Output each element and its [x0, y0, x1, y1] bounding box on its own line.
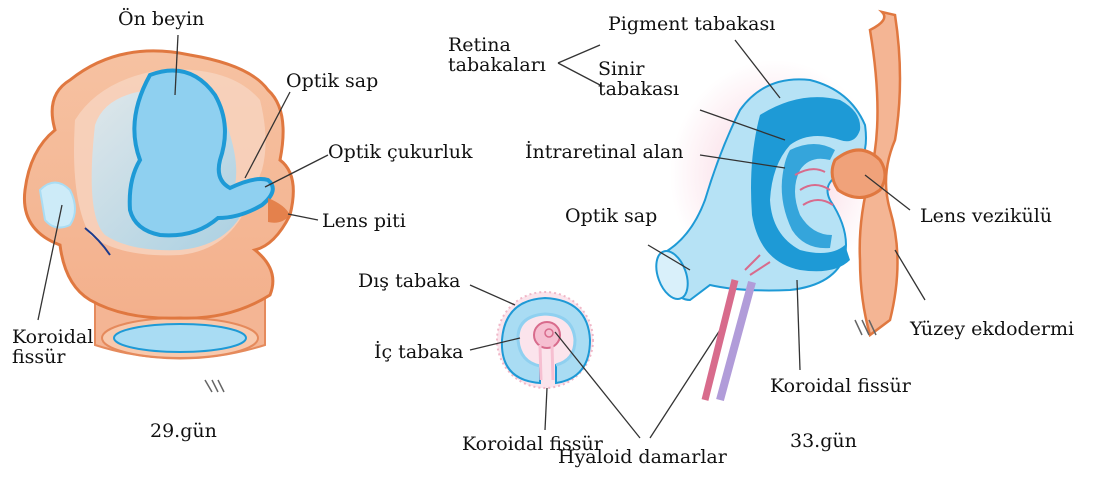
- label-optic-stalk-right: Optik sap: [565, 207, 657, 227]
- label-choroid-fissure-right: Koroidal fissür: [770, 377, 911, 397]
- label-retina-layers: Retina tabakaları: [448, 36, 553, 76]
- caption-day-33: 33.gün: [790, 432, 857, 452]
- label-surface-ectoderm: Yüzey ekdodermi: [910, 320, 1074, 340]
- label-hyaloid-vessels: Hyaloid damarlar: [558, 448, 727, 468]
- label-outer-layer: Dış tabaka: [358, 272, 460, 292]
- label-optic-pit: Optik çukurluk: [328, 143, 473, 163]
- label-choroid-fissure-left: Koroidal fissür: [12, 328, 97, 368]
- label-pigment-layer: Pigment tabakası: [608, 15, 775, 35]
- label-optic-stalk-left: Optik sap: [286, 72, 378, 92]
- label-lens-vesicle: Lens vezikülü: [920, 207, 1052, 227]
- label-lens-pit: Lens piti: [322, 212, 406, 232]
- label-forebrain: Ön beyin: [118, 10, 204, 30]
- caption-day-29: 29.gün: [150, 422, 217, 442]
- label-neural-layer: Sinir tabakası: [598, 60, 688, 100]
- label-inner-layer: İç tabaka: [374, 343, 463, 363]
- label-intraretinal-space: İntraretinal alan: [525, 143, 683, 163]
